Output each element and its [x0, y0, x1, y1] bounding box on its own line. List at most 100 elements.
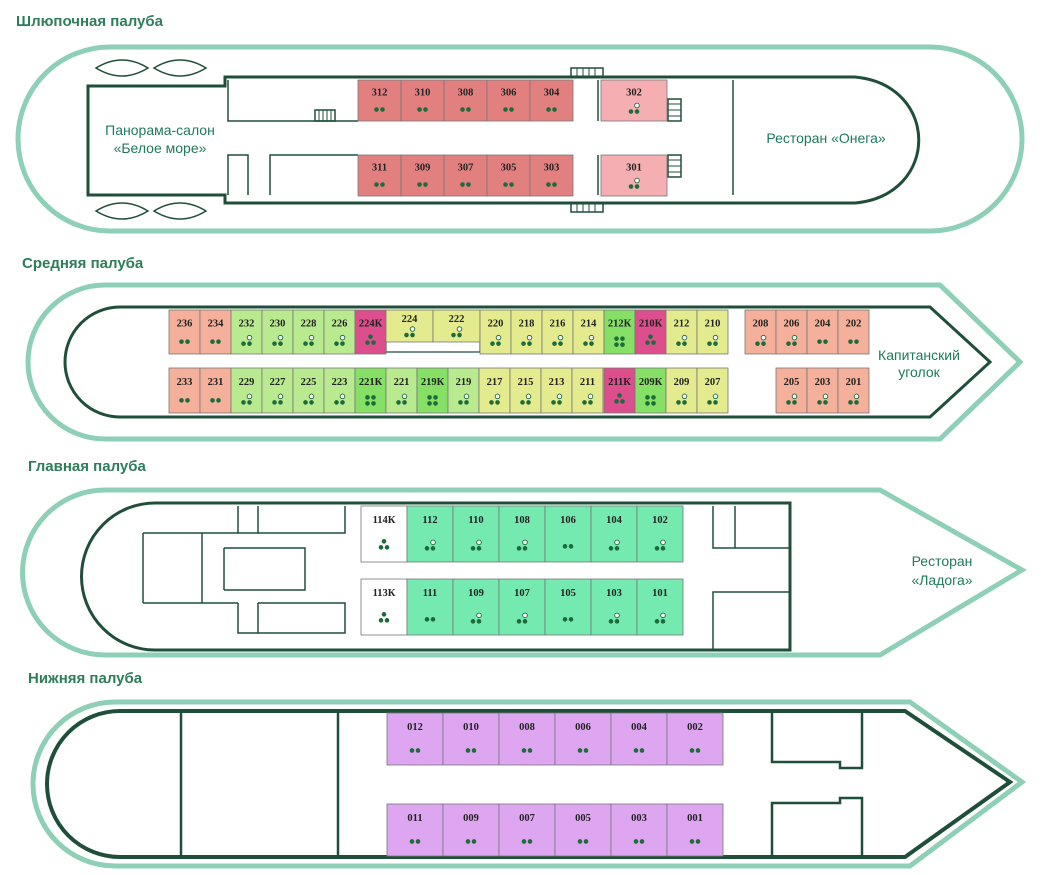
cabin-009[interactable]: 009 [442, 803, 500, 857]
cabin-231[interactable]: 231 [199, 367, 232, 414]
cabin-309[interactable]: 309 [400, 154, 445, 197]
berth-icon [410, 332, 415, 338]
cabin-box [486, 79, 531, 122]
cabin-107[interactable]: 107 [498, 578, 546, 636]
cabin-104[interactable]: 104 [590, 505, 638, 563]
cabin-114К[interactable]: 114К [360, 505, 408, 563]
cabin-105[interactable]: 105 [544, 578, 592, 636]
cabin-229[interactable]: 229 [230, 367, 263, 414]
berth-icon [384, 618, 390, 623]
cabin-216[interactable]: 216 [541, 309, 574, 355]
cabin-004[interactable]: 004 [610, 712, 668, 766]
cabin-108[interactable]: 108 [498, 505, 546, 563]
cabin-212[interactable]: 212 [665, 309, 698, 355]
cabin-005[interactable]: 005 [554, 803, 612, 857]
cabin-218[interactable]: 218 [510, 309, 543, 355]
berth-icon [760, 334, 767, 341]
cabin-003[interactable]: 003 [610, 803, 668, 857]
cabin-103[interactable]: 103 [590, 578, 638, 636]
cabin-219К[interactable]: 219К [416, 367, 449, 414]
cabin-224[interactable]: 224 [385, 309, 434, 343]
cabin-008[interactable]: 008 [498, 712, 556, 766]
cabin-number: 114К [373, 515, 396, 526]
cabin-number: 223 [332, 377, 348, 388]
cabin-number: 218 [519, 319, 535, 330]
cabin-111[interactable]: 111 [406, 578, 454, 636]
cabin-209К[interactable]: 209К [634, 367, 667, 414]
berth-icon [577, 839, 583, 844]
cabin-201[interactable]: 201 [837, 367, 870, 414]
cabin-225[interactable]: 225 [292, 367, 325, 414]
cabin-305[interactable]: 305 [486, 154, 531, 197]
berth-icon [423, 107, 428, 112]
cabin-215[interactable]: 215 [509, 367, 542, 414]
cabin-304[interactable]: 304 [529, 79, 574, 122]
berth-icon [371, 395, 376, 400]
cabin-222[interactable]: 222 [432, 309, 481, 343]
cabin-110[interactable]: 110 [452, 505, 500, 563]
cabin-001[interactable]: 001 [666, 803, 724, 857]
cabin-number: 004 [631, 722, 648, 733]
cabin-209[interactable]: 209 [665, 367, 698, 414]
cabin-112[interactable]: 112 [406, 505, 454, 563]
cabin-number: 301 [626, 163, 642, 174]
cabin-102[interactable]: 102 [636, 505, 684, 563]
lifeboat-2 [152, 59, 208, 77]
cabin-210[interactable]: 210 [696, 309, 729, 355]
cabin-202[interactable]: 202 [837, 309, 870, 355]
cabin-217[interactable]: 217 [478, 367, 511, 414]
cabin-234[interactable]: 234 [199, 309, 232, 355]
cabin-301[interactable]: 301 [600, 154, 668, 197]
cabin-212К[interactable]: 212К [603, 309, 636, 355]
cabin-206[interactable]: 206 [775, 309, 808, 355]
cabin-220[interactable]: 220 [479, 309, 512, 355]
cabin-219[interactable]: 219 [447, 367, 480, 414]
cabin-221[interactable]: 221 [385, 367, 418, 414]
cabin-306[interactable]: 306 [486, 79, 531, 122]
cabin-number: 307 [458, 163, 474, 174]
cabin-011[interactable]: 011 [386, 803, 444, 857]
cabin-213[interactable]: 213 [540, 367, 573, 414]
cabin-308[interactable]: 308 [443, 79, 488, 122]
cabin-box [261, 309, 294, 355]
cabin-312[interactable]: 312 [357, 79, 402, 122]
cabin-307[interactable]: 307 [443, 154, 488, 197]
cabin-007[interactable]: 007 [498, 803, 556, 857]
cabin-210К[interactable]: 210К [634, 309, 667, 355]
cabin-211[interactable]: 211 [571, 367, 604, 414]
cabin-226[interactable]: 226 [323, 309, 356, 355]
cabin-233[interactable]: 233 [168, 367, 201, 414]
berth-icon [614, 612, 620, 619]
cabin-113К[interactable]: 113К [360, 578, 408, 636]
cabin-010[interactable]: 010 [442, 712, 500, 766]
cabin-012[interactable]: 012 [386, 712, 444, 766]
cabin-number: 002 [687, 722, 703, 733]
cabin-223[interactable]: 223 [323, 367, 356, 414]
cabin-310[interactable]: 310 [400, 79, 445, 122]
cabin-214[interactable]: 214 [572, 309, 605, 355]
cabin-211К[interactable]: 211К [603, 367, 636, 414]
cabin-230[interactable]: 230 [261, 309, 294, 355]
cabin-109[interactable]: 109 [452, 578, 500, 636]
cabin-303[interactable]: 303 [529, 154, 574, 197]
cabin-236[interactable]: 236 [168, 309, 201, 355]
cabin-101[interactable]: 101 [636, 578, 684, 636]
cabin-311[interactable]: 311 [357, 154, 402, 197]
cabin-203[interactable]: 203 [806, 367, 839, 414]
cabin-221К[interactable]: 221К [354, 367, 387, 414]
cabin-207[interactable]: 207 [696, 367, 729, 414]
cabin-205[interactable]: 205 [775, 367, 808, 414]
berth-icon [308, 334, 315, 341]
cabin-224К[interactable]: 224К [354, 309, 387, 355]
cabin-box [554, 712, 612, 766]
berth-icon [334, 400, 339, 405]
cabin-302[interactable]: 302 [600, 79, 668, 122]
cabin-232[interactable]: 232 [230, 309, 263, 355]
cabin-106[interactable]: 106 [544, 505, 592, 563]
cabin-208[interactable]: 208 [744, 309, 777, 355]
cabin-002[interactable]: 002 [666, 712, 724, 766]
cabin-006[interactable]: 006 [554, 712, 612, 766]
cabin-227[interactable]: 227 [261, 367, 294, 414]
cabin-204[interactable]: 204 [806, 309, 839, 355]
cabin-228[interactable]: 228 [292, 309, 325, 355]
